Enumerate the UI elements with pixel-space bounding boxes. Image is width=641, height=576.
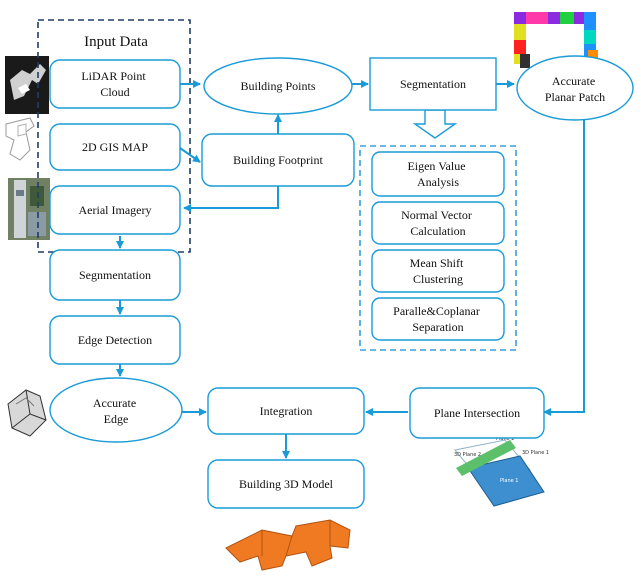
coplanar-line-2: Separation — [412, 320, 463, 334]
svg-text:LiDAR Point Cloud: LiDAR Point Cloud — [81, 69, 148, 99]
accurate-edge-line-1: Accurate — [93, 396, 136, 410]
edge-footprint-to-aerial — [183, 186, 279, 212]
gis-label: 2D GIS MAP — [82, 140, 148, 154]
svg-text:Accurate Planar Patch: Accurate Planar Patch — [545, 74, 605, 104]
algorithm-step-coplanar: Paralle&Coplanar Separation — [371, 297, 505, 341]
mean-shift-line-1: Mean Shift — [410, 256, 464, 270]
node-aerial-imagery: Aerial Imagery — [49, 185, 181, 235]
svg-text:Eigen Value Analysis: Eigen Value Analysis — [407, 159, 468, 189]
algorithm-step-eigen: Eigen Value Analysis — [371, 151, 505, 197]
input-data-title: Input Data — [84, 34, 148, 50]
lidar-point-cloud-thumbnail — [5, 56, 49, 114]
node-plane-intersection: Plane Intersection — [409, 387, 545, 439]
aerial-label: Aerial Imagery — [79, 203, 152, 217]
algorithm-step-normal-vector: Normal Vector Calculation — [371, 201, 505, 245]
svg-text:Mean Shift Clustering: Mean Shift Clustering — [410, 256, 467, 286]
intersecting-planes-thumbnail: 3D Plane 2 Plane 2 3D Plane 1 Plane 1 — [454, 436, 549, 507]
node-lidar-point-cloud: LiDAR Point Cloud — [49, 59, 181, 109]
svg-text:Accurate Edge: Accurate Edge — [93, 396, 139, 426]
mean-shift-line-2: Clustering — [413, 272, 463, 286]
edge-detection-label: Edge Detection — [78, 333, 152, 347]
edge-gis-to-footprint — [179, 147, 201, 163]
svg-text:Plane 1: Plane 1 — [500, 478, 518, 484]
node-accurate-planar-patch: Accurate Planar Patch — [516, 55, 634, 121]
node-integration: Integration — [207, 387, 365, 435]
svg-text:3D Plane 2: 3D Plane 2 — [454, 452, 481, 458]
node-building-footprint: Building Footprint — [201, 133, 355, 187]
coplanar-line-1: Paralle&Coplanar — [393, 304, 480, 318]
flow-edges — [116, 80, 585, 459]
svg-text:Normal Vector Calculatio: Normal Vector Calculation — [401, 208, 475, 238]
normal-line-2: Calculation — [410, 224, 465, 238]
eigen-line-1: Eigen Value — [407, 159, 465, 173]
node-2d-gis-map: 2D GIS MAP — [49, 123, 181, 171]
segmentation-label: Segmentation — [400, 77, 466, 91]
node-segmentation: Segmentation — [369, 57, 497, 111]
colored-planar-patches-thumbnail — [514, 12, 598, 68]
planar-patch-label-line-1: Accurate — [552, 74, 595, 88]
node-accurate-edge: Accurate Edge — [49, 377, 183, 443]
integration-label: Integration — [260, 404, 313, 418]
gis-map-thumbnail — [5, 117, 35, 161]
svg-text:Paralle&Coplanar Separat: Paralle&Coplanar Separation — [393, 304, 483, 334]
3d-edge-thumbnail — [7, 389, 47, 437]
node-building-points: Building Points — [203, 57, 353, 115]
algorithm-step-mean-shift: Mean Shift Clustering — [371, 249, 505, 293]
plane-intersection-label: Plane Intersection — [434, 406, 520, 420]
svg-text:Plane 2: Plane 2 — [496, 436, 514, 442]
segmentation-detail-arrow — [412, 109, 458, 139]
node-image-segmentation: Segnmentation — [49, 249, 181, 301]
img-segmentation-label: Segnmentation — [79, 268, 151, 282]
aerial-imagery-thumbnail — [8, 178, 50, 240]
normal-line-1: Normal Vector — [401, 208, 472, 222]
building-points-label: Building Points — [240, 79, 315, 93]
accurate-edge-line-2: Edge — [104, 412, 129, 426]
planar-patch-label-line-2: Planar Patch — [545, 90, 605, 104]
edge-planar-patch-to-plane-intersection — [543, 120, 585, 416]
eigen-line-2: Analysis — [417, 175, 459, 189]
lidar-label-line-1: LiDAR Point — [81, 69, 146, 83]
orange-3d-building-model-thumbnail — [225, 519, 351, 571]
node-building-3d-model: Building 3D Model — [207, 459, 365, 509]
model-label: Building 3D Model — [239, 477, 334, 491]
lidar-label-line-2: Cloud — [100, 85, 129, 99]
footprint-label: Building Footprint — [233, 153, 323, 167]
svg-text:3D Plane 1: 3D Plane 1 — [522, 450, 549, 456]
node-edge-detection: Edge Detection — [49, 315, 181, 365]
